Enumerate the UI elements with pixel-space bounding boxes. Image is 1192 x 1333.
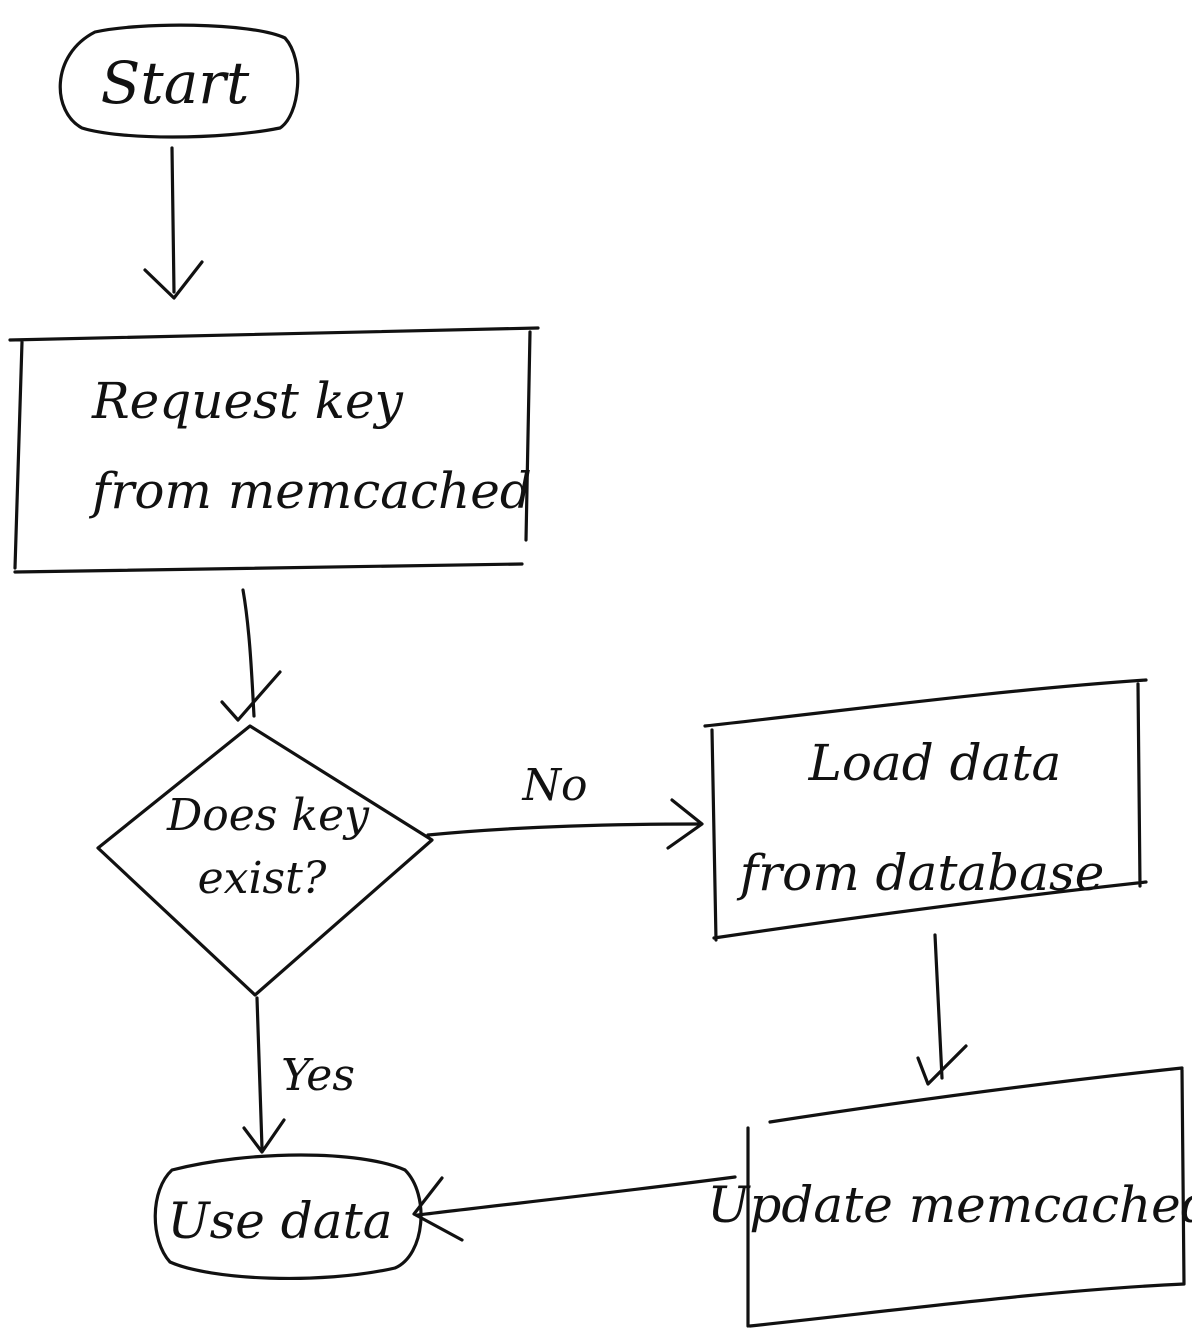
use-data-node: Use data <box>153 1153 423 1281</box>
arrow-request-to-decision <box>220 588 282 722</box>
start-node: Start <box>58 23 300 139</box>
update-label: Update memcached <box>707 1176 1192 1234</box>
request-node: Request key from memcached <box>8 326 540 574</box>
load-node: Load data from database <box>703 678 1148 942</box>
load-label-line2: from database <box>736 844 1105 902</box>
arrow-update-to-use <box>412 1175 737 1242</box>
arrow-decision-to-use: Yes <box>242 996 355 1154</box>
arrow-load-to-update <box>916 933 968 1086</box>
edge-label-no: No <box>522 760 588 811</box>
use-data-label: Use data <box>168 1192 393 1250</box>
decision-node: Does key exist? <box>96 724 434 997</box>
decision-label-line1: Does key <box>166 790 370 841</box>
decision-label-line2: exist? <box>198 853 327 904</box>
request-label-line1: Request key <box>91 372 404 430</box>
update-node: Update memcached <box>707 1066 1192 1328</box>
load-label-line1: Load data <box>808 734 1062 792</box>
edge-label-yes: Yes <box>281 1050 355 1101</box>
start-label: Start <box>101 49 250 117</box>
arrow-start-to-request <box>143 146 204 300</box>
arrow-decision-to-load: No <box>426 760 704 850</box>
request-label-line2: from memcached <box>88 462 532 520</box>
